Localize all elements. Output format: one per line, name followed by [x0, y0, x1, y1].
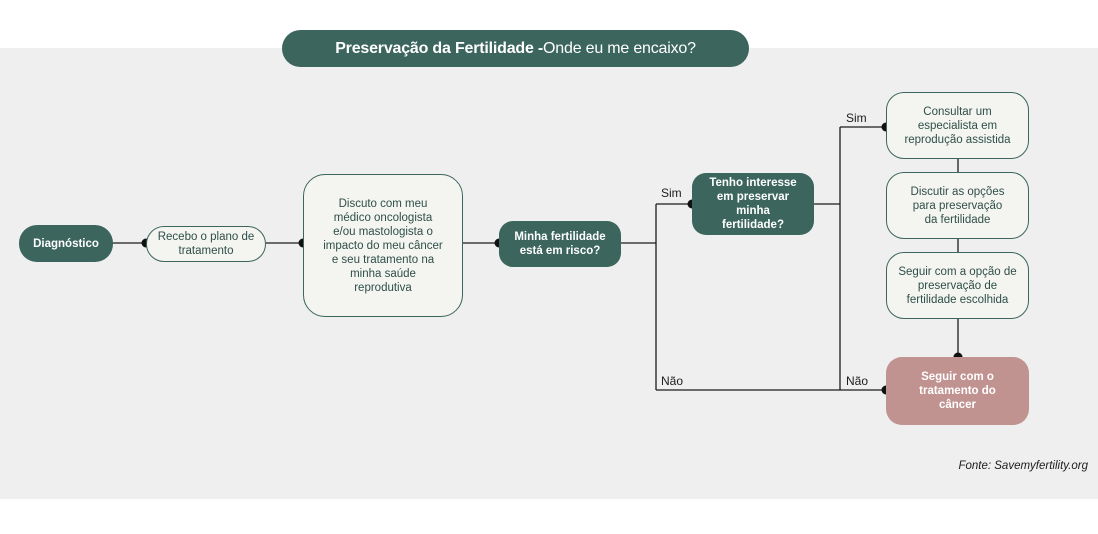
node-plano-tratamento: Recebo o plano de tratamento — [146, 226, 266, 262]
node-discuto: Discuto com meu médico oncologista e/ou … — [303, 174, 463, 317]
label-nao-risco: Não — [661, 374, 684, 388]
source-credit: Fonte: Savemyfertility.org — [958, 460, 1088, 472]
node-discutir-opcoes: Discutir as opções para preservação da f… — [886, 172, 1029, 239]
node-consultar-especialista: Consultar um especialista em reprodução … — [886, 92, 1029, 159]
node-fertilidade-risco: Minha fertilidade está em risco? — [499, 221, 621, 267]
title-bold: Preservação da Fertilidade - — [335, 39, 544, 57]
title-rest: Onde eu me encaixo? — [543, 39, 696, 57]
diagram-title: Preservação da Fertilidade - Onde eu me … — [282, 30, 749, 67]
label-sim-interesse: Sim — [846, 111, 867, 125]
node-seguir-opcao: Seguir com a opção de preservação de fer… — [886, 252, 1029, 319]
label-sim-risco: Sim — [661, 186, 682, 200]
label-nao-interesse: Não — [846, 374, 869, 388]
node-seguir-tratamento: Seguir com o tratamento do câncer — [886, 357, 1029, 425]
node-interesse-preservar: Tenho interesse em preservar minha ferti… — [692, 173, 814, 235]
node-diagnostico: Diagnóstico — [19, 225, 113, 262]
